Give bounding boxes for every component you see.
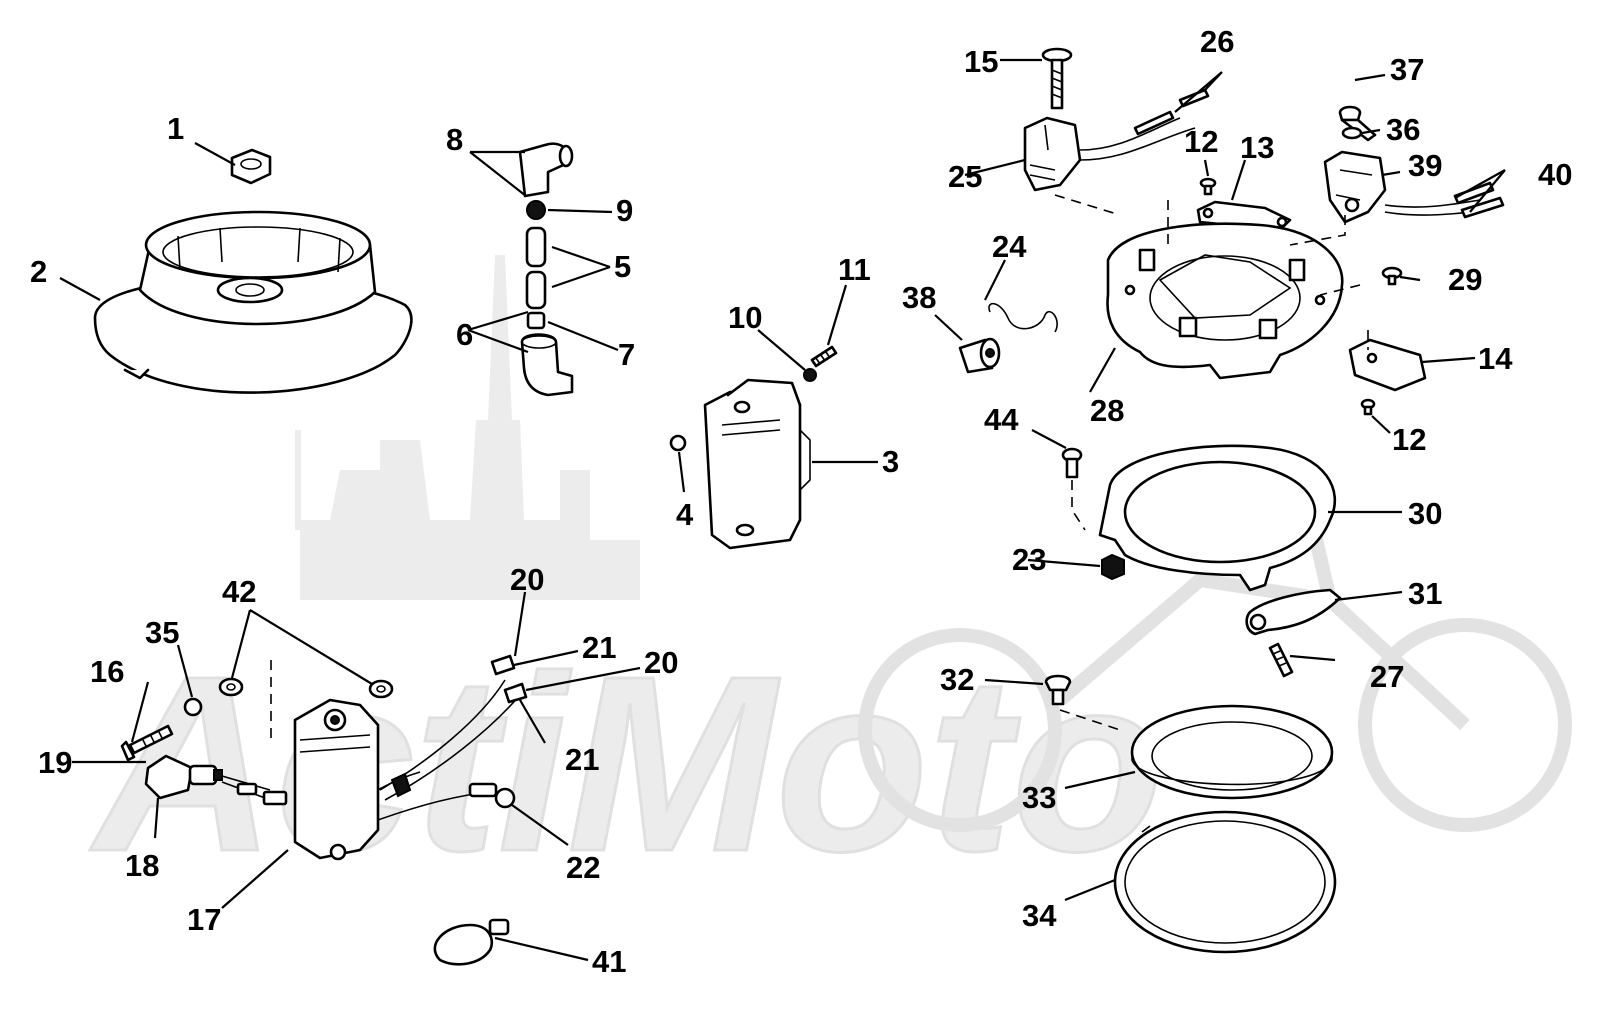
part-2-flywheel [93,210,413,394]
callout-37: 37 [1390,52,1424,87]
callout-18: 18 [125,848,159,883]
part-3-ignition-coil [703,378,811,550]
watermark-cathedral [295,255,640,600]
callout-16: 16 [90,654,124,689]
callout-23: 23 [1012,542,1046,577]
callout-19: 19 [38,745,72,780]
callout-21-lower: 21 [565,742,599,777]
part-39-sensor-coil [1323,150,1491,224]
part-1-nut [230,148,272,185]
part-9-spring [526,200,546,220]
callout-17: 17 [187,902,221,937]
callout-28: 28 [1090,393,1124,428]
part-5-sleeve-lower [525,270,547,310]
part-4-lock-washer [669,434,687,452]
part-36-washer [1341,126,1363,140]
part-5-sleeve-upper [525,226,547,268]
callout-38: 38 [902,280,936,315]
callout-24: 24 [992,229,1027,264]
callout-21-upper: 21 [582,630,616,665]
callout-22: 22 [566,850,600,885]
part-7-terminal [526,311,546,330]
callout-12-lower: 12 [1392,422,1426,457]
callout-26: 26 [1200,24,1234,59]
callout-6: 6 [456,317,473,352]
callout-25: 25 [948,159,982,194]
part-27-screw [1268,642,1294,678]
callout-35: 35 [145,615,179,650]
part-11-screw [810,345,838,368]
callout-12-upper: 12 [1184,124,1218,159]
callout-40: 40 [1538,157,1572,192]
callout-31: 31 [1408,576,1442,611]
part-16-screw [120,724,174,762]
callout-33: 33 [1022,780,1056,815]
part-26-connectors [1133,88,1210,136]
callout-44: 44 [984,402,1019,437]
leader-lines [59,58,1506,962]
callout-labels: 1 2 3 4 5 6 7 8 9 10 11 12 12 13 14 15 1… [30,24,1572,979]
part-14-bracket [1348,338,1427,392]
callout-1: 1 [167,111,184,146]
callout-8: 8 [446,122,463,157]
part-25-charge-coil [1023,116,1196,192]
part-10-washer [803,368,817,382]
callout-9: 9 [616,193,633,228]
part-18-19-connector [144,754,288,806]
callout-4: 4 [676,497,694,532]
part-23-nut [1101,553,1125,581]
callout-32: 32 [940,662,974,697]
alignment-lines [270,194,1369,745]
callout-39: 39 [1408,148,1442,183]
callout-15: 15 [964,44,998,79]
part-15-screw [1041,47,1073,110]
callout-36: 36 [1386,112,1420,147]
callout-41: 41 [592,944,626,979]
callout-10: 10 [728,300,762,335]
watermark: ActiMoto [88,255,1572,905]
part-30-retainer-plate [1098,444,1336,592]
part-8-spark-plug-boot [518,142,574,198]
callout-5: 5 [614,249,631,284]
part-33-support-ring [1130,704,1334,800]
part-24-spring-clip [988,302,1058,333]
callout-2: 2 [30,254,47,289]
part-12-screw-lower [1360,398,1376,416]
part-42-grommet-right [368,679,394,699]
callout-42: 42 [222,574,256,609]
part-38-sensor [958,337,1001,374]
part-12-screw-upper [1199,177,1217,196]
callout-20-lower: 20 [644,645,678,680]
callout-3: 3 [882,444,899,479]
part-32-screw [1044,674,1072,706]
callout-14: 14 [1478,341,1513,376]
part-17-power-pack [293,698,421,861]
callout-34: 34 [1022,898,1057,933]
callout-20-upper: 20 [510,562,544,597]
part-22-ground-wire [377,782,516,821]
part-6-spark-plug-boot [520,333,574,397]
callout-7: 7 [618,337,635,372]
part-35-washer [183,697,203,717]
watermark-text: ActiMoto [89,624,1164,903]
callout-11: 11 [838,252,871,287]
callout-27: 27 [1370,659,1404,694]
part-28-armature-plate [1106,222,1344,380]
part-42-grommet-left [218,677,244,697]
callout-13: 13 [1240,130,1274,165]
part-29-screw [1381,266,1403,286]
part-31-throttle-cam [1245,588,1342,636]
part-44-screw [1061,447,1083,479]
part-40-connectors [1453,181,1505,219]
part-41-clamp [433,918,510,966]
callout-30: 30 [1408,496,1442,531]
callout-29: 29 [1448,262,1482,297]
part-20-21-wire-terminals [379,654,528,801]
part-34-retaining-ring [1113,810,1337,954]
